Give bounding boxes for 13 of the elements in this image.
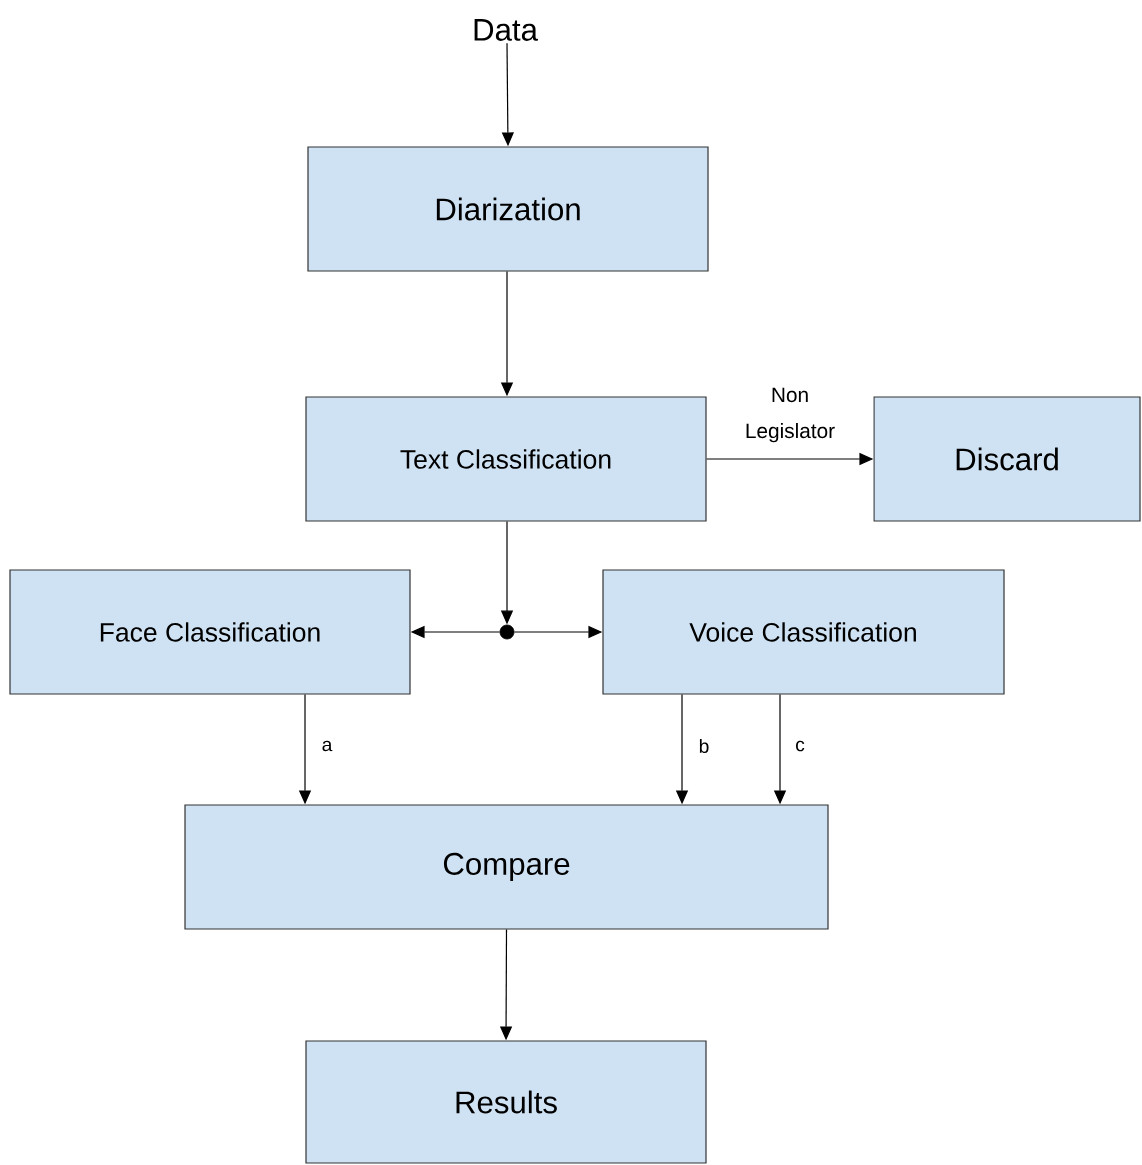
process-box: Diarization	[307, 146, 709, 272]
edge-label: b	[696, 736, 712, 756]
process-box: Voice Classification	[602, 569, 1005, 695]
junction-dot	[499, 624, 515, 640]
process-box: Text Classification	[305, 396, 707, 522]
edge-label: Non Legislator	[729, 385, 851, 445]
process-box: Face Classification	[9, 569, 411, 695]
edge-label: a	[319, 738, 335, 754]
process-box: Discard	[873, 396, 1141, 522]
process-box: Compare	[184, 804, 829, 930]
edge-label: c	[793, 738, 807, 754]
input-label: Data	[474, 19, 538, 41]
process-box: Results	[305, 1040, 707, 1164]
